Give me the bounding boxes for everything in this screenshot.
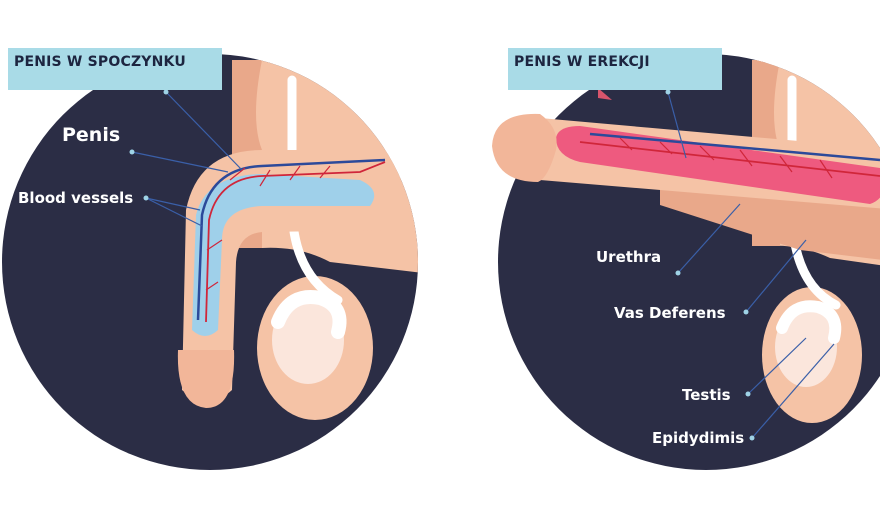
leader-penis [131, 151, 229, 173]
left-vessel-branches [205, 165, 331, 291]
leader-vas-deferens [745, 239, 807, 313]
left-vessel-red [205, 161, 386, 323]
left-panel-title: PENIS W SPOCZYNKU [8, 48, 222, 90]
leader-title-left [165, 91, 243, 171]
dot-title-left [163, 89, 169, 95]
leader-blood-2 [145, 197, 203, 227]
label-penis: Penis [62, 124, 120, 146]
left-testis [272, 296, 344, 384]
left-penis-shaft [182, 150, 400, 401]
dot-urethra [675, 270, 681, 276]
right-glans [492, 113, 557, 182]
dot-blood-vessels [143, 195, 149, 201]
right-vessel-blue [589, 132, 880, 162]
right-panel-illustration: Urethra Vas Deferens Testis Epidydimis [492, 54, 880, 470]
dot-epididymis [749, 435, 755, 441]
label-vas-deferens: Vas Deferens [614, 304, 726, 322]
label-testis: Testis [682, 386, 731, 404]
dot-title-right [665, 89, 671, 95]
dot-vas-deferens [743, 309, 749, 315]
leader-urethra [677, 203, 741, 274]
left-glans [177, 350, 235, 408]
left-vessel-blue [196, 158, 386, 321]
leader-title-right [667, 91, 687, 159]
left-corpus-flaccid [192, 174, 375, 336]
right-epididymis [776, 300, 842, 344]
right-panel-title: PENIS W EREKCJI [508, 48, 722, 90]
right-vessel-branches [619, 137, 833, 179]
left-epididymis [271, 290, 347, 339]
leader-epididymis [751, 343, 835, 439]
label-blood-vessels: Blood vessels [18, 189, 133, 207]
right-pink-wedge [598, 88, 612, 100]
leader-testis [747, 337, 807, 395]
leader-blood-1 [145, 197, 201, 211]
left-panel-illustration: Penis Blood vessels [2, 54, 418, 470]
right-testis [775, 307, 837, 387]
dot-penis [129, 149, 135, 155]
label-urethra: Urethra [596, 248, 661, 266]
right-corpus-erect [556, 126, 880, 204]
dot-testis [745, 391, 751, 397]
label-epididymis: Epidydimis [652, 429, 744, 447]
